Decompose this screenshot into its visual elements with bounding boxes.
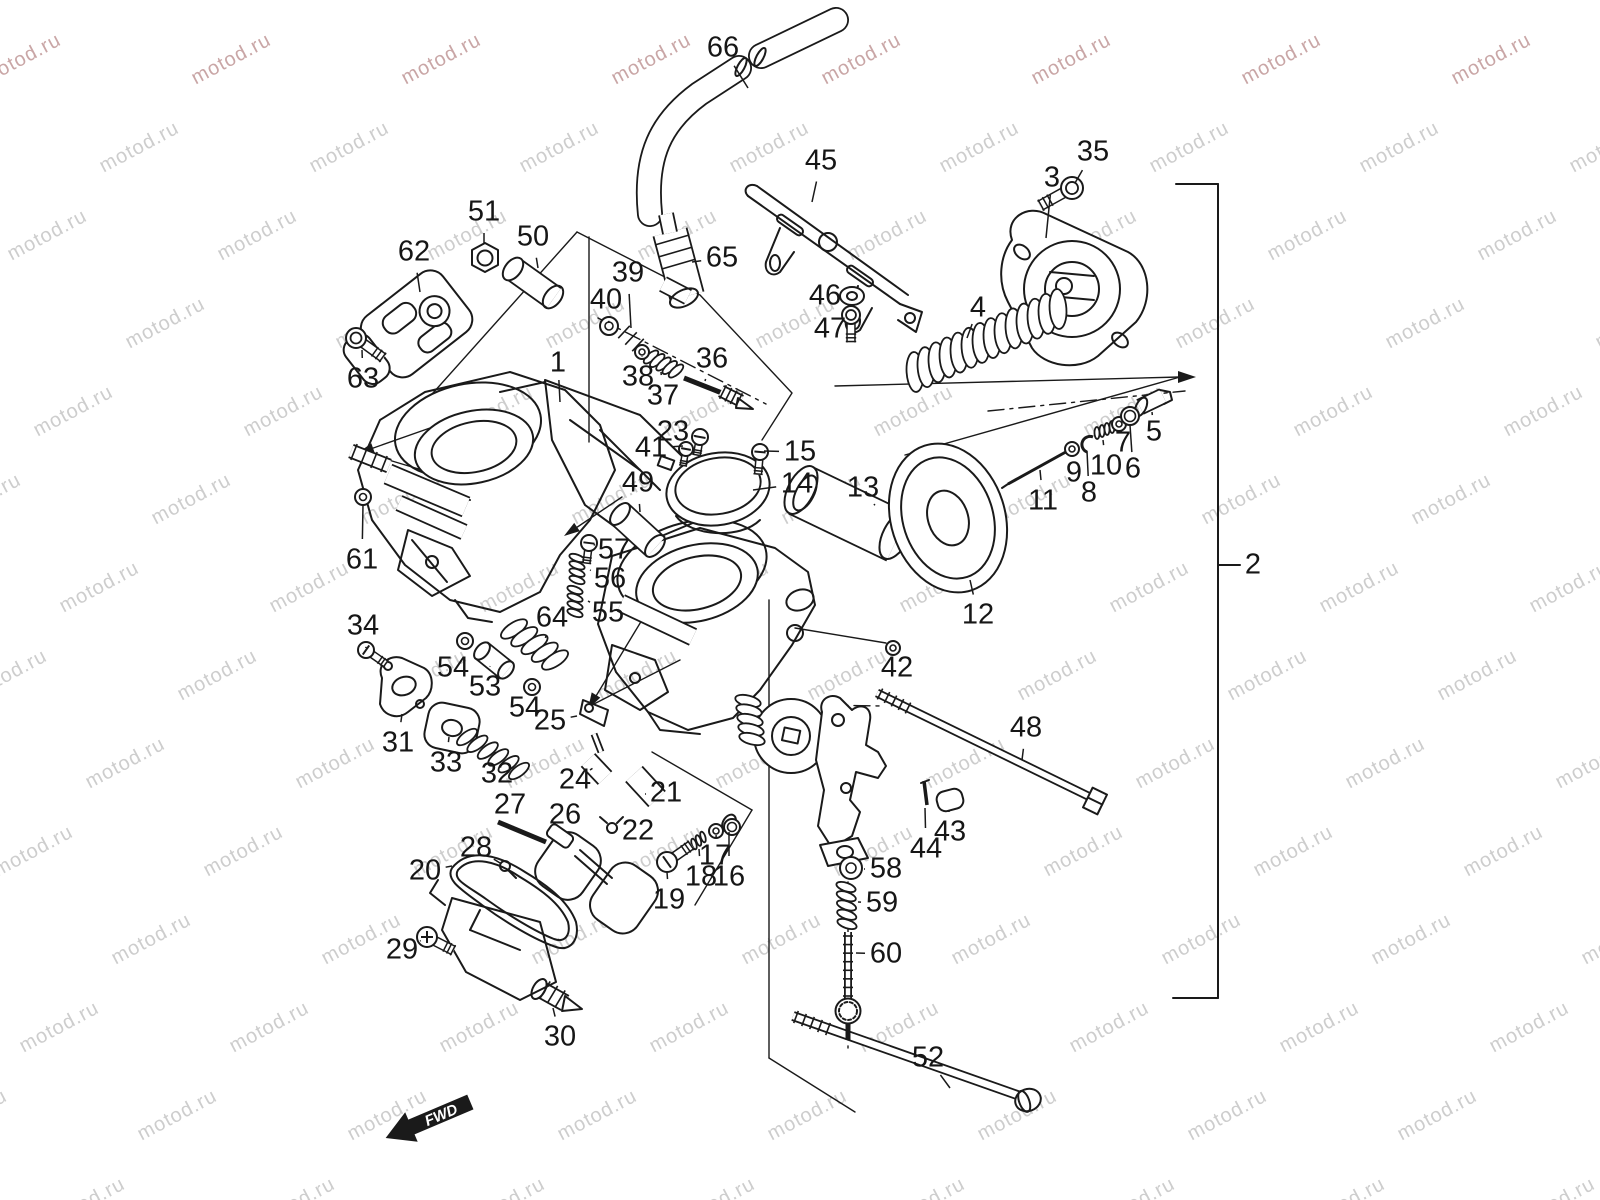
link-plate [544, 379, 701, 546]
fwd-arrow: FWD [385, 1094, 474, 1142]
small-hardware [345, 176, 1140, 1036]
cylindrical-parts [348, 7, 1167, 1101]
springs [456, 288, 1116, 930]
carburetor-body-left [357, 371, 616, 623]
carburetor-body-right [597, 518, 816, 735]
fwd-label: FWD [422, 1101, 460, 1130]
leader-lines [361, 65, 1154, 1089]
assembly-bracket-2 [1172, 183, 1241, 999]
part-details [342, 47, 1173, 1113]
